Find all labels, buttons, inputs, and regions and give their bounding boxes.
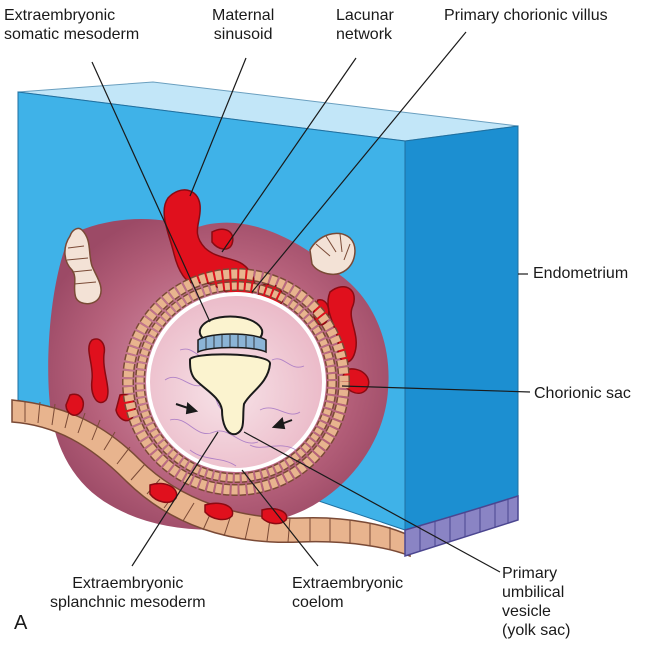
label-line: Extraembryonic <box>4 6 139 25</box>
label-primary-umbilical-vesicle: Primary umbilical vesicle (yolk sac) <box>502 564 570 640</box>
label-line: Extraembryonic <box>50 574 206 593</box>
label-line: Lacunar <box>336 6 394 25</box>
label-extraembryonic-coelom: Extraembryonic coelom <box>292 574 403 612</box>
endometrium-side-face <box>405 126 518 530</box>
label-line: (yolk sac) <box>502 621 570 640</box>
label-primary-chorionic-villus: Primary chorionic villus <box>444 6 608 25</box>
panel-letter: A <box>14 612 27 635</box>
label-line: vesicle <box>502 602 570 621</box>
label-chorionic-sac: Chorionic sac <box>534 384 631 403</box>
label-line: somatic mesoderm <box>4 25 139 44</box>
label-line: sinusoid <box>212 25 274 44</box>
label-endometrium: Endometrium <box>533 264 628 283</box>
label-line: Extraembryonic <box>292 574 403 593</box>
label-line: Primary <box>502 564 570 583</box>
label-line: Maternal <box>212 6 274 25</box>
label-lacunar-network: Lacunar network <box>336 6 394 44</box>
label-line: coelom <box>292 593 403 612</box>
label-line: splanchnic mesoderm <box>50 593 206 612</box>
label-line: umbilical <box>502 583 570 602</box>
label-line: network <box>336 25 394 44</box>
label-extraembryonic-splanchnic-mesoderm: Extraembryonic splanchnic mesoderm <box>50 574 206 612</box>
label-extraembryonic-somatic-mesoderm: Extraembryonic somatic mesoderm <box>4 6 139 44</box>
label-maternal-sinusoid: Maternal sinusoid <box>212 6 274 44</box>
